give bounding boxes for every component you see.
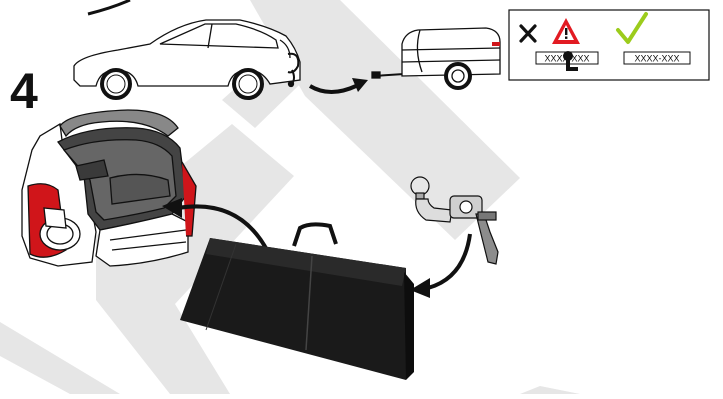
correct-plate: XXXX-XXX [624,52,690,64]
arrow-to-bag [410,234,470,298]
car-rear-trunk-view [22,110,196,266]
correct-plate-text: XXXX-XXX [634,54,679,64]
swoosh-mark [88,0,130,14]
license-plate-panel: XXXX-XXX XXXX-XXX [509,10,709,80]
step-number: 4 [10,66,38,116]
storage-bag [180,224,414,380]
